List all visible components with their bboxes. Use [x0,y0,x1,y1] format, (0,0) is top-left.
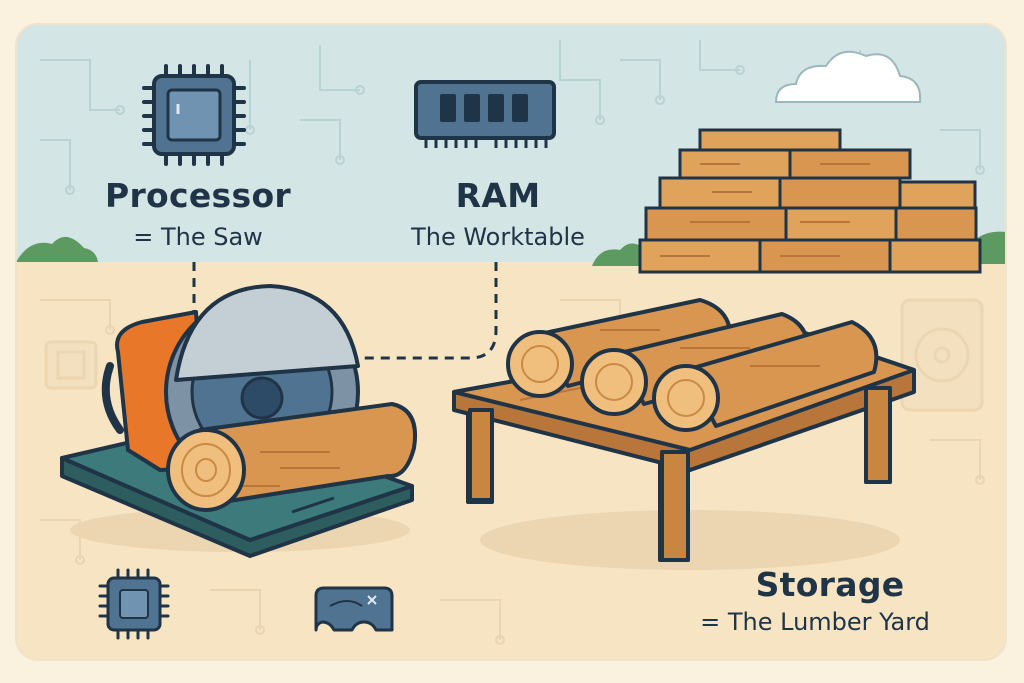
cloud [774,50,922,103]
worktable-logs [506,298,879,432]
cpu-chip-icon [142,64,246,166]
processor-title: Processor [104,176,291,215]
bush-left [16,236,98,262]
ram-title: RAM [455,176,541,215]
blade-guard [174,284,360,382]
ram-module-icon [414,80,556,148]
lumber-stack [638,128,982,274]
storage-title: Storage [755,565,905,604]
ram-subtitle: The Worktable [411,223,585,251]
small-ram-icon [314,586,394,632]
ram-connector [360,262,498,360]
card-border [15,23,1007,661]
hard-drive-icon [900,298,984,412]
faint-chip-icon [44,340,98,390]
connector-lines [192,262,498,360]
bush-mid [592,243,648,266]
storage-subtitle: = The Lumber Yard [700,608,930,636]
small-cpu-icon [98,568,170,640]
saw-log [198,402,417,506]
processor-subtitle: = The Saw [133,223,263,251]
circular-saw [60,284,417,558]
